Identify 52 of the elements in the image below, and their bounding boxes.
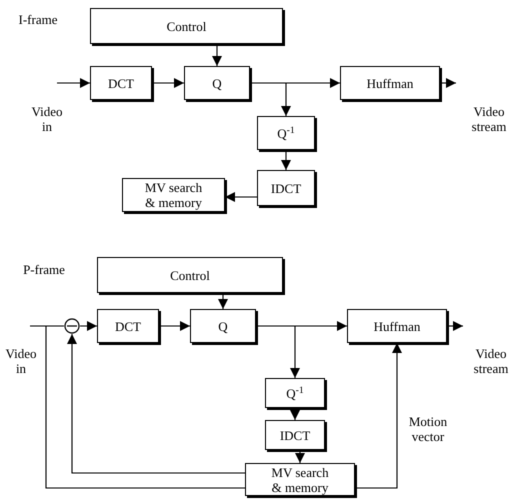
process-box <box>184 66 250 100</box>
box-label: MV search & memory <box>144 180 204 210</box>
process-box <box>245 463 355 496</box>
connector-line <box>30 325 64 327</box>
process-box <box>347 309 447 343</box>
arrow <box>225 192 257 202</box>
arrow <box>250 82 291 116</box>
arrow <box>355 343 402 489</box>
text-label: P-frame <box>22 262 66 277</box>
box-label: Q <box>212 76 222 90</box>
box-label: Q <box>218 318 228 334</box>
box-label: Huffman <box>374 318 420 334</box>
subtractor-circle <box>64 318 80 334</box>
process-box <box>257 116 315 150</box>
text-label: I-frame <box>18 12 58 27</box>
process-box <box>90 66 152 100</box>
arrow <box>256 325 300 378</box>
process-box <box>97 309 159 343</box>
box-label: DCT <box>115 318 141 334</box>
arrow <box>80 321 97 331</box>
connector-line <box>45 326 245 489</box>
text-label: Video stream <box>470 104 508 134</box>
arrow <box>67 334 245 474</box>
box-label: Q$^{-1}$ <box>286 386 304 400</box>
text-label: Video stream <box>472 346 510 376</box>
arrow <box>447 321 463 331</box>
process-box <box>97 257 283 293</box>
arrow <box>212 44 222 66</box>
arrow <box>152 78 184 88</box>
box-label: Q$^{-1}$ <box>277 126 295 140</box>
box-label: IDCT <box>280 428 310 442</box>
arrow <box>57 78 90 88</box>
text-label: Video in <box>4 346 38 376</box>
arrow <box>295 450 305 463</box>
box-label: Control <box>166 18 206 34</box>
box-label: Huffman <box>366 76 414 90</box>
box-label: IDCT <box>270 180 302 196</box>
process-box <box>265 378 325 408</box>
process-box <box>190 309 256 343</box>
process-box <box>90 8 283 44</box>
arrow <box>440 78 456 88</box>
text-label: Video in <box>30 104 64 134</box>
arrow <box>218 293 228 309</box>
box-label: DCT <box>108 76 134 90</box>
box-label: Control <box>170 268 210 282</box>
process-box <box>122 178 225 212</box>
box-label: MV search & memory <box>270 464 330 494</box>
arrow <box>159 321 190 331</box>
process-box <box>257 170 315 206</box>
process-box <box>340 66 440 100</box>
process-box <box>265 420 325 450</box>
arrow <box>281 150 291 170</box>
